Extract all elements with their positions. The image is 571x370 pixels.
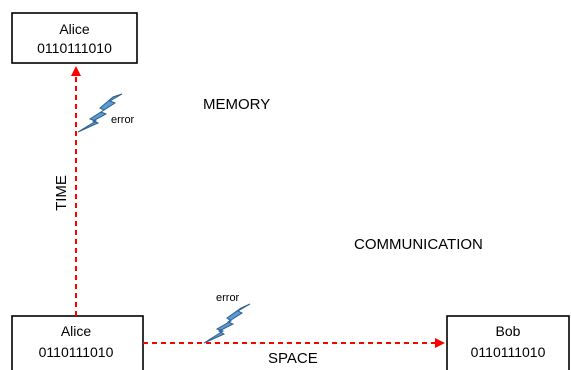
bob-name: Bob — [496, 323, 521, 339]
alice-bottom-box — [11, 315, 144, 370]
time-label: TIME — [53, 175, 70, 211]
lightning-bolt-icon — [77, 93, 123, 133]
communication-label: COMMUNICATION — [354, 236, 483, 253]
alice-top-box — [11, 12, 138, 64]
bob-node: Bob 0110111010 — [446, 315, 570, 370]
alice-bottom-name: Alice — [61, 323, 92, 339]
lightning-bolt-icon — [203, 303, 251, 344]
memory-label: MEMORY — [203, 96, 270, 113]
alice-top-node: Alice 0110111010 — [11, 12, 138, 64]
alice-bottom-node: Alice 0110111010 — [11, 315, 144, 370]
alice-top-name: Alice — [59, 21, 90, 37]
bob-box — [446, 315, 570, 370]
space-label: SPACE — [268, 350, 318, 367]
error-label-horizontal: error — [216, 292, 240, 304]
error-label-vertical: error — [111, 114, 135, 126]
alice-bottom-bits: 0110111010 — [39, 344, 114, 360]
bob-bits: 0110111010 — [471, 344, 546, 360]
alice-top-bits: 0110111010 — [37, 40, 112, 56]
